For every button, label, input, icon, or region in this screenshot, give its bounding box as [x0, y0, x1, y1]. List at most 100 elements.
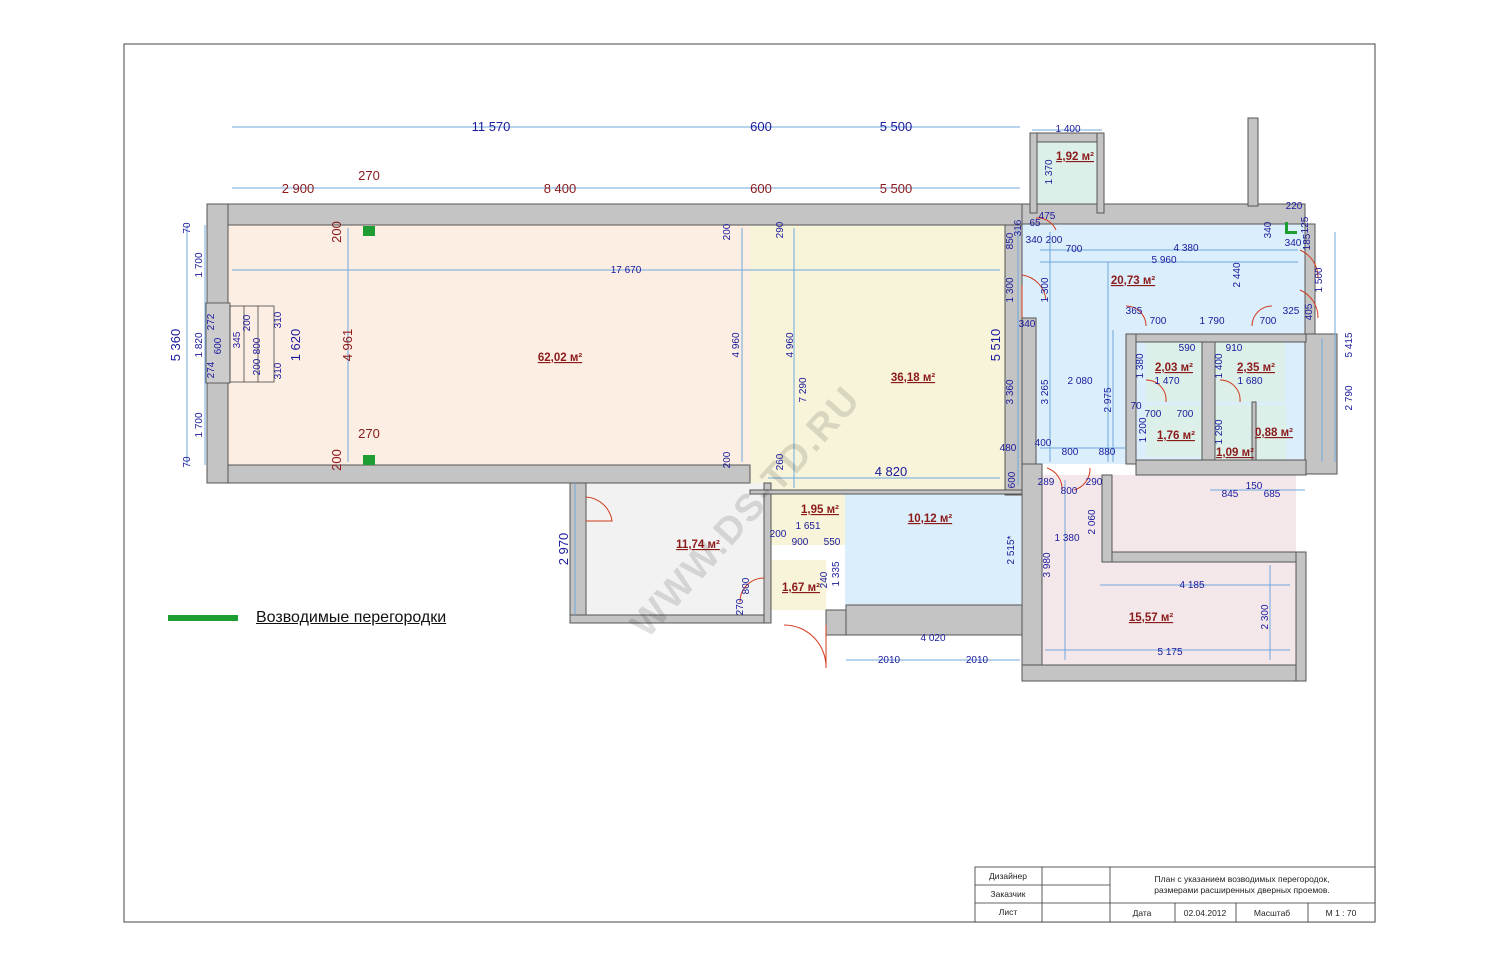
dim-340-b: 340 — [1263, 221, 1274, 238]
tb-scale-value: М 1 : 70 — [1326, 908, 1357, 918]
dim-200-right-bottom: 200 — [722, 451, 733, 468]
dim-200-d: 200 — [770, 529, 787, 540]
dim-4960-b: 4 960 — [785, 332, 796, 357]
room-area-cabin3: 2,35 м² — [1237, 362, 1275, 374]
room-fill-cabin2 — [1146, 405, 1202, 457]
tb-sheet-label: Лист — [999, 907, 1018, 917]
dim-316: 316 — [1013, 219, 1024, 236]
dim-detail-274: 274 — [206, 361, 217, 378]
dim-200-c: 200 — [1046, 235, 1063, 246]
dim-1300-b: 1 300 — [1040, 277, 1051, 302]
dim-700-a: 700 — [1150, 316, 1167, 327]
dim-800-a: 800 — [1062, 447, 1079, 458]
dim-5415: 5 415 — [1344, 332, 1355, 357]
dim-270-c: 270 — [735, 598, 746, 615]
dim-590: 590 — [1179, 343, 1196, 354]
dim-200-bottom: 200 — [329, 449, 344, 471]
dim-left-1620: 1 620 — [288, 329, 303, 362]
dim-top-inner-3: 8 400 — [544, 181, 577, 196]
dim-700-d: 700 — [1177, 409, 1194, 420]
dim-290-b: 290 — [1086, 477, 1103, 488]
room-area-room10: 10,12 м² — [908, 513, 952, 525]
doors — [585, 217, 1319, 669]
room-fill-office — [586, 483, 764, 615]
legend: Возводимые перегородки — [168, 609, 446, 627]
dim-1680: 1 680 — [1237, 376, 1262, 387]
dim-2060: 2 060 — [1087, 509, 1098, 534]
dim-2010-b: 2010 — [966, 655, 989, 666]
dim-900: 900 — [792, 537, 809, 548]
walls — [206, 117, 1338, 682]
tb-designer-label: Дизайнер — [989, 871, 1027, 881]
tb-customer-label: Заказчик — [991, 889, 1026, 899]
dim-1470: 1 470 — [1154, 376, 1179, 387]
dim-1500: 1 500 — [1314, 267, 1325, 292]
dim-1380-b: 1 380 — [1054, 533, 1079, 544]
dim-4185: 4 185 — [1179, 580, 1204, 591]
dim-1380-a: 1 380 — [1135, 353, 1146, 378]
dim-top-outer-2: 600 — [750, 119, 772, 134]
room-area-corridor: 20,73 м² — [1111, 275, 1155, 287]
tb-date-value: 02.04.2012 — [1184, 908, 1227, 918]
dim-200-right-top: 200 — [722, 223, 733, 240]
tb-scale-label: Масштаб — [1254, 908, 1290, 918]
dim-290: 290 — [775, 221, 786, 238]
dim-365: 365 — [1126, 306, 1143, 317]
dim-1200: 1 200 — [1138, 417, 1149, 442]
room-fill-wc1 — [770, 493, 845, 545]
room-area-hall: 36,18 м² — [891, 372, 935, 384]
dim-1790: 1 790 — [1199, 316, 1224, 327]
room-fill-cabin3 — [1215, 342, 1285, 402]
dim-4960-a: 4 960 — [731, 332, 742, 357]
dim-2790: 2 790 — [1344, 385, 1355, 410]
dim-850: 850 — [1005, 232, 1016, 249]
dim-1290: 1 290 — [1214, 419, 1225, 444]
dim-detail-310b: 310 — [273, 362, 284, 379]
dim-top-inner-1: 2 900 — [282, 181, 315, 196]
dim-325: 325 — [1283, 306, 1300, 317]
dim-detail-310a: 310 — [273, 311, 284, 328]
dim-1651: 1 651 — [795, 521, 820, 532]
dim-340-c: 340 — [1285, 238, 1302, 249]
dim-2010-a: 2010 — [878, 655, 901, 666]
title-block: Дизайнер Заказчик Лист План с указанием … — [974, 866, 1376, 923]
dim-17670: 17 670 — [611, 265, 642, 276]
dim-5960: 5 960 — [1151, 255, 1176, 266]
dim-3980: 3 980 — [1042, 552, 1053, 577]
sheet-frame — [123, 43, 1376, 923]
dim-5510: 5 510 — [988, 329, 1003, 362]
dim-200-top: 200 — [329, 221, 344, 243]
room-area-cabin4: 1,09 м² — [1216, 447, 1254, 459]
dim-270-bottom: 270 — [358, 426, 380, 441]
room-fill-cabin1 — [1146, 342, 1202, 402]
dim-340-d: 340 — [1019, 319, 1036, 330]
tb-description-1: План с указанием возводимых перегородок, — [1155, 874, 1330, 884]
dim-220: 220 — [1286, 201, 1303, 212]
room-fill-living — [228, 225, 750, 465]
dim-910: 910 — [1226, 343, 1243, 354]
dim-400: 400 — [1035, 438, 1052, 449]
dim-2975: 2 975 — [1103, 387, 1114, 412]
new-partition-marker-top — [363, 226, 375, 236]
room-area-living: 62,02 м² — [538, 352, 582, 364]
dim-700-c: 700 — [1145, 409, 1162, 420]
dim-left-4961: 4 961 — [340, 329, 355, 362]
dim-detail-800: 800 — [252, 337, 263, 354]
dim-left-1700-top: 1 700 — [194, 252, 205, 277]
dim-700-top: 700 — [1066, 244, 1083, 255]
dim-4020: 4 020 — [920, 633, 945, 644]
dim-left-70-top: 70 — [182, 222, 193, 234]
dim-4820: 4 820 — [875, 464, 908, 479]
dim-top-outer-1: 11 570 — [472, 119, 511, 134]
dim-top-inner-2: 270 — [358, 168, 380, 183]
dim-600-v: 600 — [1007, 471, 1018, 488]
dim-3265: 3 265 — [1040, 379, 1051, 404]
room-area-wc2: 1,67 м² — [782, 582, 820, 594]
dim-3360: 3 360 — [1005, 379, 1016, 404]
dim-2970: 2 970 — [556, 533, 571, 566]
dim-800-b: 800 — [1061, 486, 1078, 497]
room-fill-wc2 — [771, 560, 826, 610]
dim-480: 480 — [1000, 443, 1017, 454]
dim-top-inner-5: 5 500 — [880, 181, 913, 196]
dim-65: 65 — [1029, 218, 1041, 229]
